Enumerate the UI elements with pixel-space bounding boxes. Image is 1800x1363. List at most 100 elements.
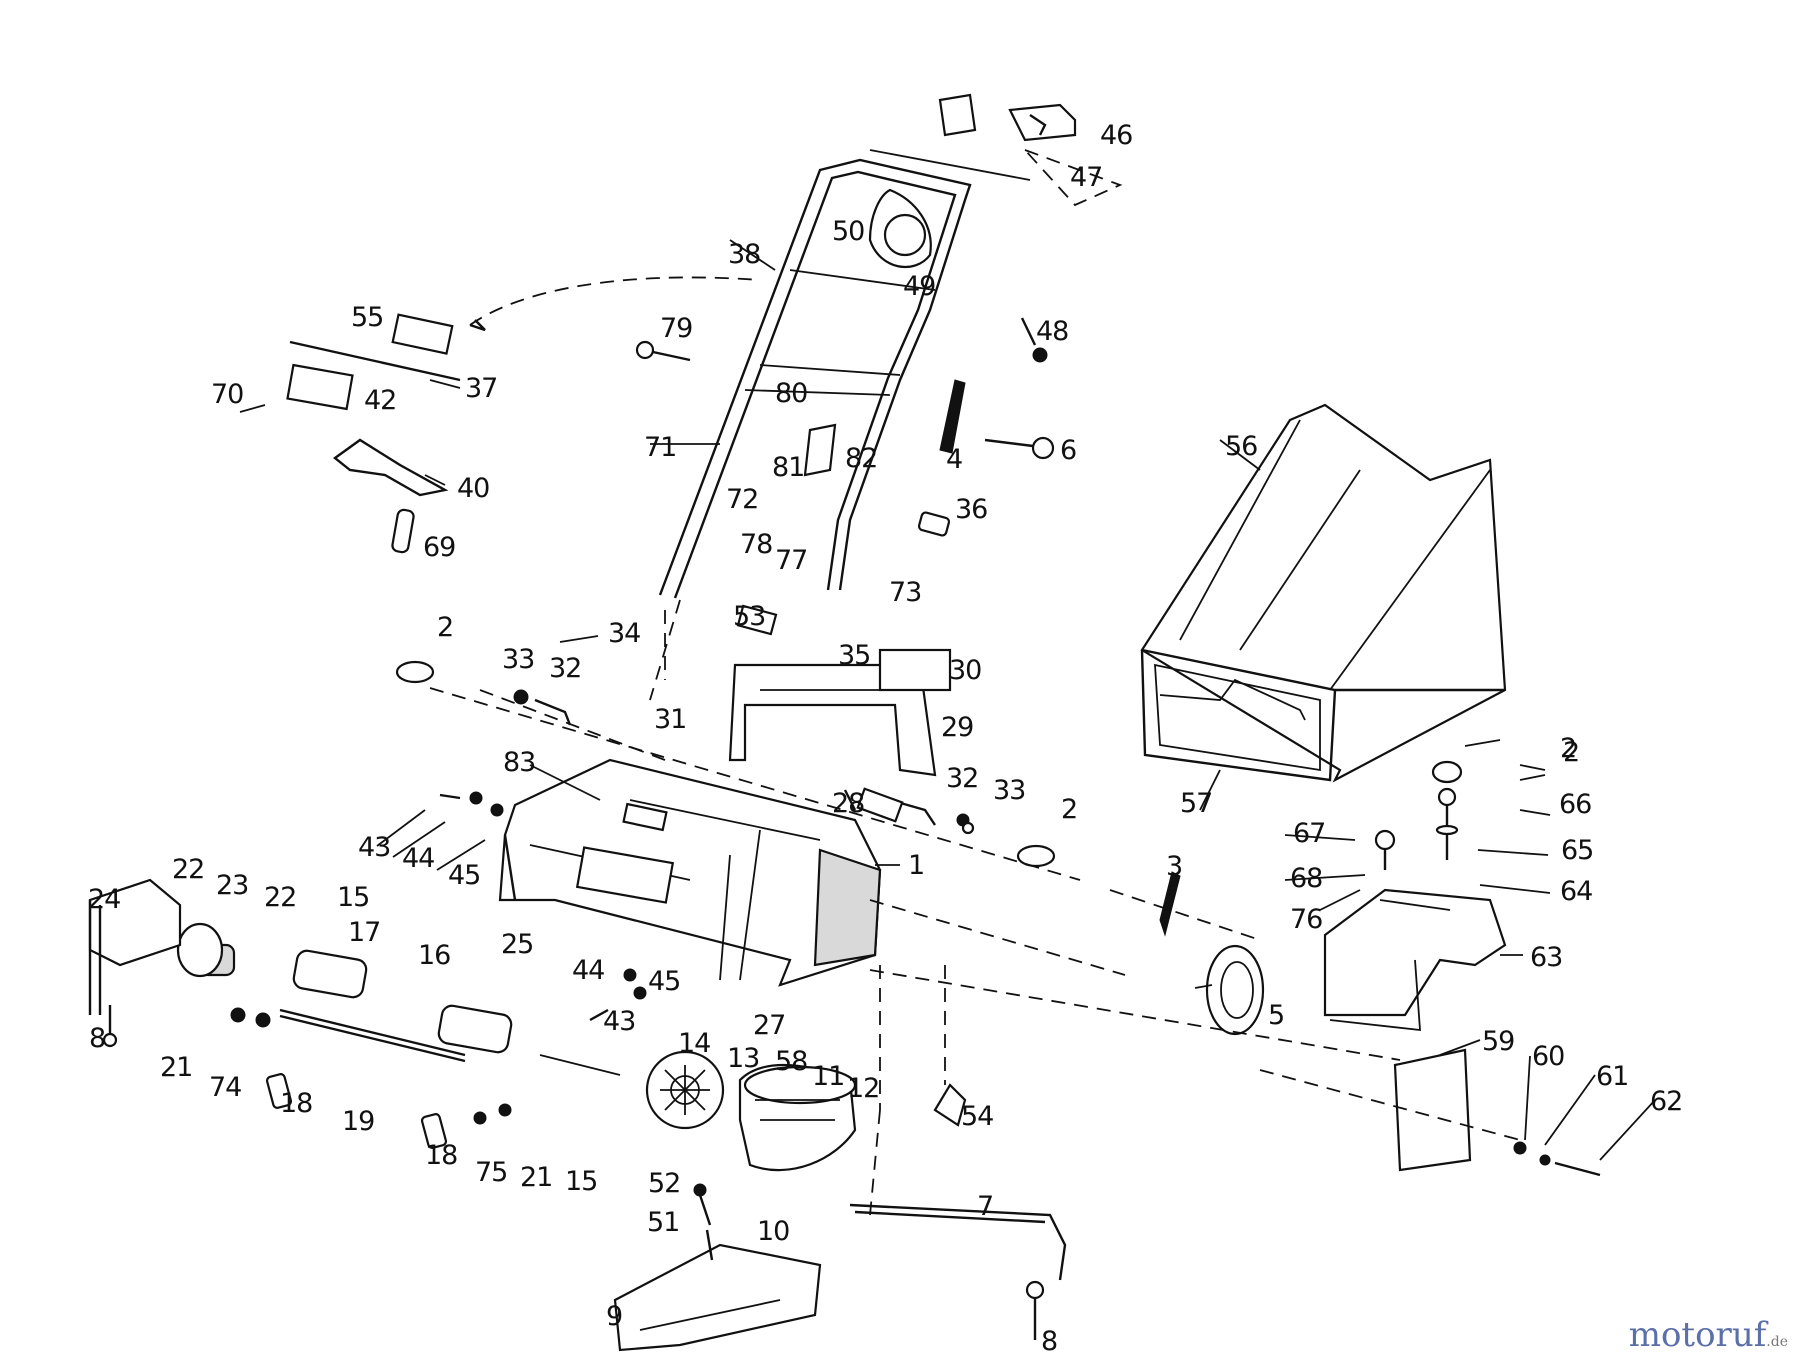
part-label-81: 81 — [772, 452, 804, 483]
part-label-37: 37 — [465, 373, 497, 404]
part-label-27: 27 — [753, 1010, 785, 1041]
part-label-28: 28 — [832, 788, 864, 819]
part-label-80: 80 — [775, 378, 807, 409]
part-label-18: 18 — [280, 1088, 312, 1119]
part-label-51: 51 — [647, 1207, 679, 1238]
part-label-10: 10 — [757, 1216, 789, 1247]
part-label-21: 21 — [520, 1162, 552, 1193]
part-label-82: 82 — [845, 443, 877, 474]
part-label-75: 75 — [475, 1157, 507, 1188]
part-label-66: 66 — [1559, 789, 1591, 820]
part-label-2: 2 — [437, 612, 453, 643]
part-label-2: 2 — [1061, 794, 1077, 825]
part-label-3: 3 — [1166, 851, 1182, 882]
part-label-5: 5 — [1268, 1000, 1284, 1031]
part-label-21: 21 — [160, 1052, 192, 1083]
part-label-17: 17 — [348, 917, 380, 948]
part-label-18: 18 — [425, 1140, 457, 1171]
leader-lines — [376, 239, 1656, 1161]
deck-housing — [498, 648, 952, 987]
part-label-79: 79 — [660, 313, 692, 344]
part-label-77: 77 — [775, 545, 807, 576]
part-label-45: 45 — [448, 860, 480, 891]
part-label-29: 29 — [941, 712, 973, 743]
part-label-38: 38 — [728, 239, 760, 270]
part-label-63: 63 — [1530, 942, 1562, 973]
part-label-9: 9 — [606, 1301, 622, 1332]
part-label-32: 32 — [549, 653, 581, 684]
part-label-43: 43 — [603, 1006, 635, 1037]
part-label-47: 47 — [1070, 162, 1102, 193]
part-label-8: 8 — [89, 1023, 105, 1054]
part-label-33: 33 — [993, 775, 1025, 806]
part-label-76: 76 — [1290, 904, 1322, 935]
part-label-2: 2 — [1560, 733, 1576, 764]
part-label-73: 73 — [889, 577, 921, 608]
part-label-64: 64 — [1560, 876, 1592, 907]
part-label-65: 65 — [1561, 835, 1593, 866]
part-label-15: 15 — [565, 1166, 597, 1197]
part-label-58: 58 — [775, 1046, 807, 1077]
part-label-31: 31 — [654, 704, 686, 735]
part-label-70: 70 — [211, 379, 243, 410]
part-labels: 1 2 2 2 2 3 4 5 6 7 8 8 9 10 11 12 13 14… — [88, 120, 1683, 1357]
part-label-44: 44 — [572, 955, 604, 986]
part-label-60: 60 — [1532, 1041, 1564, 1072]
part-label-74: 74 — [209, 1072, 241, 1103]
part-label-19: 19 — [342, 1106, 374, 1137]
part-label-25: 25 — [501, 929, 533, 960]
part-label-45: 45 — [648, 966, 680, 997]
part-label-22: 22 — [172, 854, 204, 885]
rear-cover — [1323, 888, 1507, 1172]
part-label-62: 62 — [1650, 1086, 1682, 1117]
part-label-61: 61 — [1596, 1061, 1628, 1092]
part-label-72: 72 — [726, 484, 758, 515]
part-label-69: 69 — [423, 532, 455, 563]
part-label-48: 48 — [1036, 316, 1068, 347]
grass-box — [1140, 403, 1507, 783]
part-label-52: 52 — [648, 1168, 680, 1199]
part-label-49: 49 — [903, 271, 935, 302]
part-label-15: 15 — [337, 882, 369, 913]
part-label-7: 7 — [977, 1191, 993, 1222]
part-label-36: 36 — [955, 494, 987, 525]
part-label-22: 22 — [264, 882, 296, 913]
part-label-23: 23 — [216, 870, 248, 901]
part-label-42: 42 — [364, 385, 396, 416]
part-label-1: 1 — [908, 850, 924, 881]
part-label-16: 16 — [418, 940, 450, 971]
part-label-78: 78 — [740, 529, 772, 560]
part-label-40: 40 — [457, 473, 489, 504]
fasteners — [102, 93, 1601, 1340]
part-label-8: 8 — [1041, 1326, 1057, 1357]
motor — [645, 1050, 857, 1172]
part-label-53: 53 — [733, 601, 765, 632]
part-label-11: 11 — [812, 1061, 844, 1092]
shaft-assembly — [88, 878, 621, 1149]
handle-assembly — [658, 149, 1031, 599]
small-parts — [239, 276, 761, 554]
assembly-lines — [429, 149, 1521, 1216]
part-label-34: 34 — [608, 618, 640, 649]
part-label-43: 43 — [358, 832, 390, 863]
part-label-57: 57 — [1180, 788, 1212, 819]
part-label-12: 12 — [847, 1073, 879, 1104]
part-label-33: 33 — [502, 644, 534, 675]
watermark-brand: motoruf — [1628, 1315, 1767, 1355]
part-label-4: 4 — [946, 444, 962, 475]
part-label-24: 24 — [88, 884, 120, 915]
part-label-2: 2 — [1563, 737, 1579, 768]
rear-axle — [613, 1203, 1067, 1352]
watermark-logo: motoruf.de — [1629, 1315, 1788, 1355]
part-label-35: 35 — [838, 640, 870, 671]
part-label-54: 54 — [961, 1101, 993, 1132]
part-label-59: 59 — [1482, 1026, 1514, 1057]
part-label-67: 67 — [1293, 818, 1325, 849]
watermark-suffix: .de — [1766, 1334, 1788, 1350]
part-label-14: 14 — [678, 1028, 710, 1059]
part-label-71: 71 — [644, 432, 676, 463]
part-label-13: 13 — [727, 1043, 759, 1074]
part-label-83: 83 — [503, 747, 535, 778]
part-label-55: 55 — [351, 302, 383, 333]
